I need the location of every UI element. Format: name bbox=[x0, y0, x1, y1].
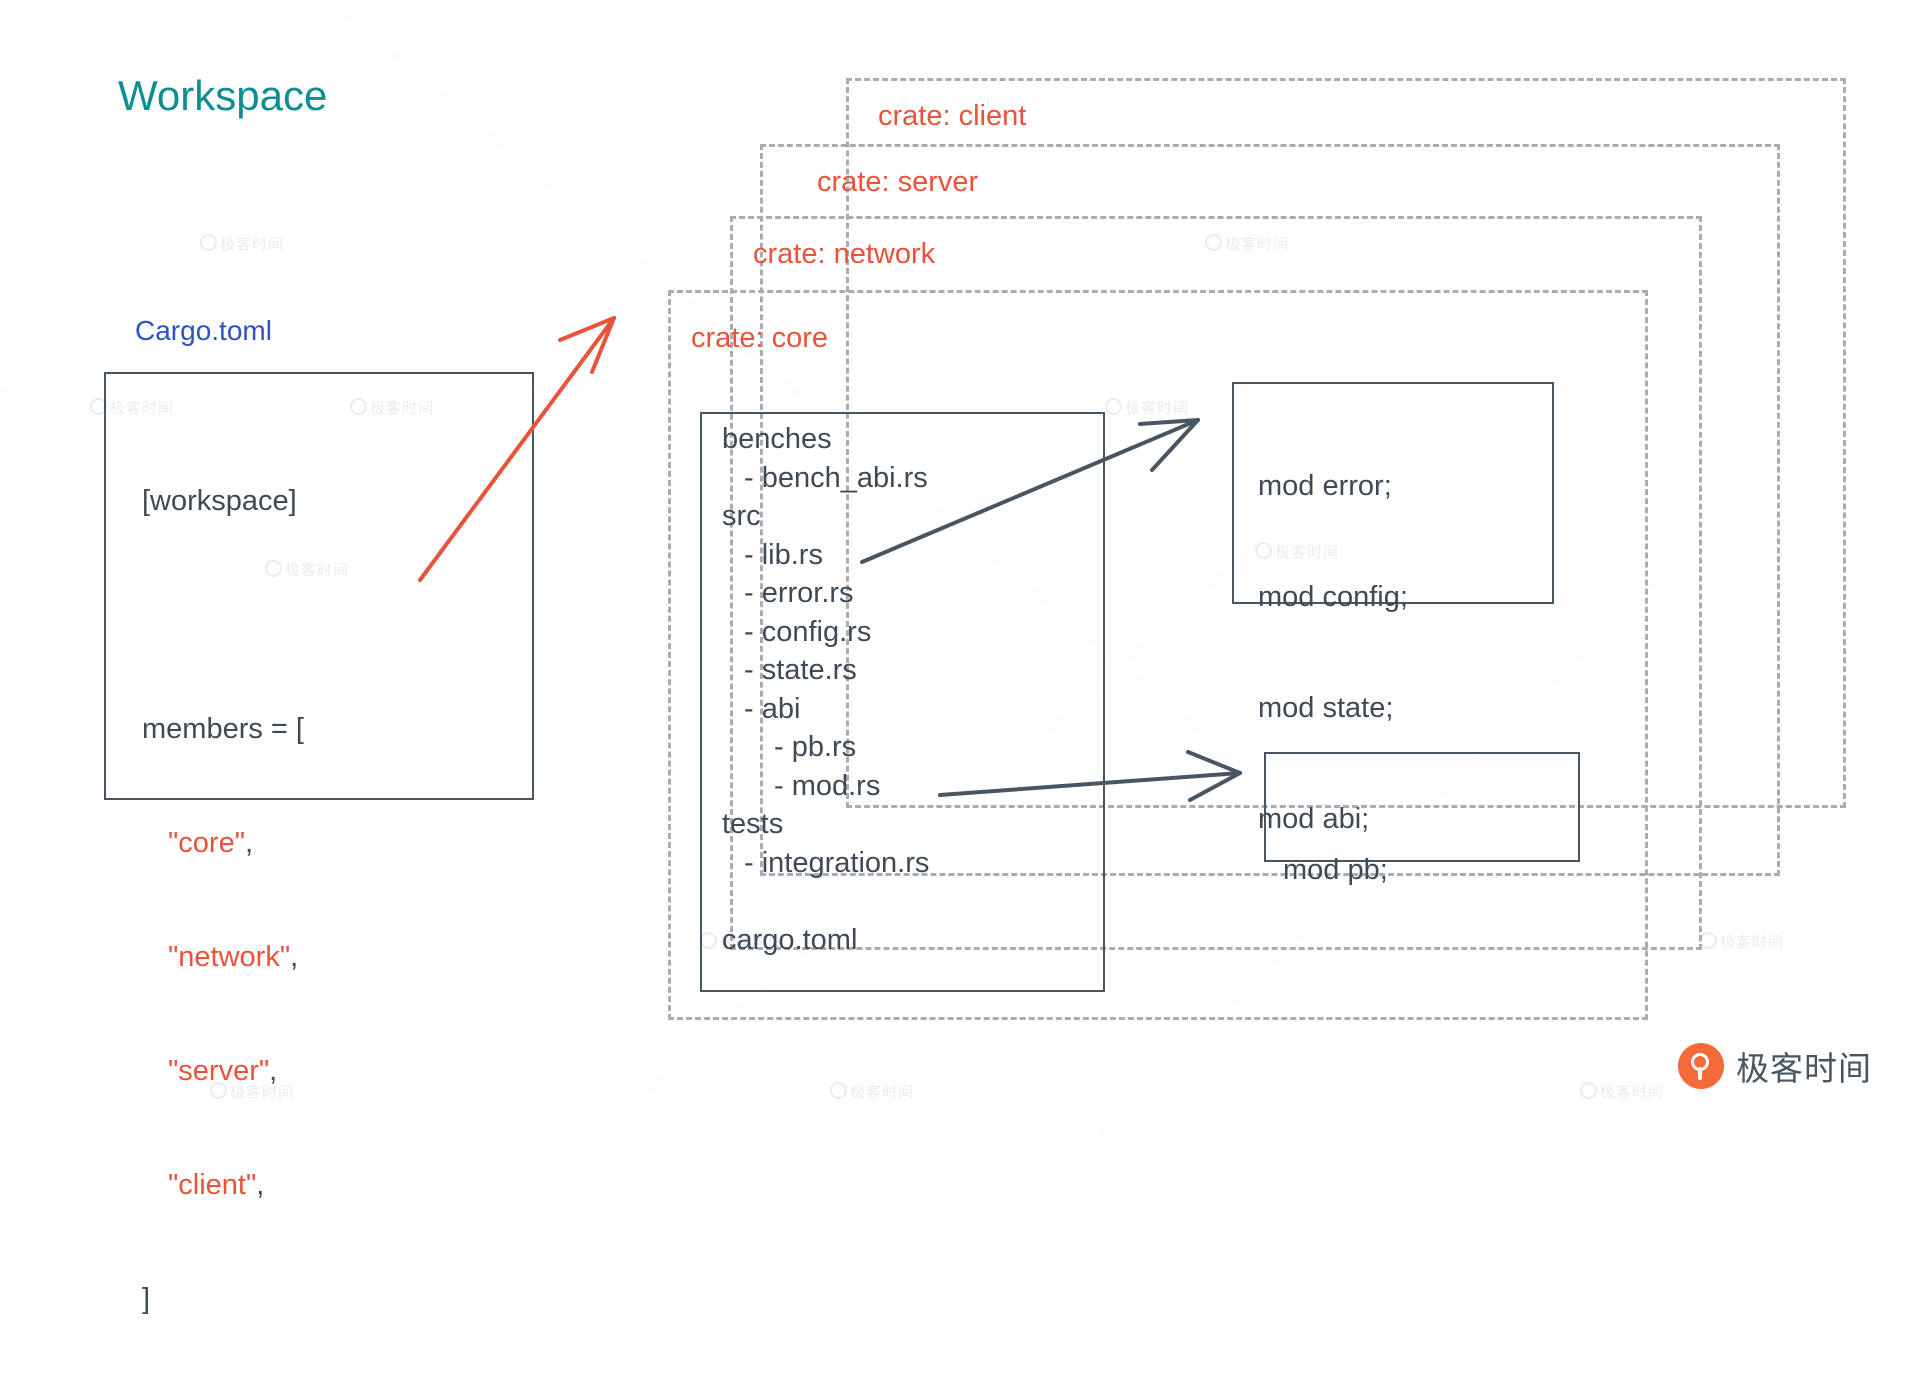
file-tree-item: - mod.rs bbox=[774, 769, 881, 802]
mod-line: mod error; bbox=[1258, 470, 1392, 502]
crate-frame-server bbox=[760, 144, 1780, 876]
watermark: 极客时间 bbox=[200, 232, 284, 254]
file-tree-item: tests bbox=[722, 808, 784, 840]
file-tree-item: src bbox=[722, 500, 761, 532]
file-tree-item: - error.rs bbox=[744, 577, 854, 609]
file-tree-item: - abi bbox=[744, 692, 801, 725]
cargo-member-server: "server", bbox=[168, 1055, 278, 1087]
file-tree-box bbox=[700, 412, 1105, 992]
cargo-section-line: [workspace] bbox=[142, 485, 297, 517]
file-tree-item: - lib.rs bbox=[744, 538, 823, 571]
file-tree-item: benches bbox=[722, 423, 832, 455]
mod-declarations-abi: mod pb; bbox=[1283, 778, 1388, 963]
mod-declarations-core: mod error; mod config; mod state; mod ab… bbox=[1258, 394, 1408, 912]
mod-line: mod abi; bbox=[1258, 803, 1370, 835]
cargo-member-network: "network", bbox=[168, 941, 299, 973]
watermark: 极客时间 bbox=[1700, 930, 1784, 952]
file-tree-item: - bench_abi.rs bbox=[744, 461, 928, 494]
crate-label-core: crate: core bbox=[691, 322, 828, 354]
spacer bbox=[142, 596, 304, 634]
file-tree-item: cargo.toml bbox=[722, 923, 858, 956]
geekbang-logo-icon bbox=[1678, 1043, 1724, 1089]
mod-line: mod pb; bbox=[1283, 854, 1388, 886]
mod-line: mod config; bbox=[1258, 581, 1408, 613]
spacer bbox=[722, 882, 929, 921]
crate-frame-core bbox=[668, 290, 1648, 1020]
watermark: 极客时间 bbox=[830, 1080, 914, 1102]
brand-name: 极客时间 bbox=[1736, 1050, 1872, 1087]
mod-declarations-box-core bbox=[1232, 382, 1554, 604]
file-tree-item: - pb.rs bbox=[774, 731, 857, 763]
cargo-close-bracket: ] bbox=[142, 1283, 151, 1315]
watermark: 极客时间 bbox=[1580, 1080, 1664, 1102]
file-tree-item: - config.rs bbox=[744, 615, 872, 648]
mod-line: mod state; bbox=[1258, 692, 1394, 724]
cargo-toml-box bbox=[104, 372, 534, 800]
brand-logo: 极客时间 bbox=[1678, 1042, 1872, 1090]
cargo-toml-code: [workspace] members = [ "core", "network… bbox=[142, 406, 304, 1394]
crate-label-network: crate: network bbox=[753, 238, 936, 270]
file-tree-item: - state.rs bbox=[744, 654, 857, 686]
mod-declarations-box-abi bbox=[1264, 752, 1580, 862]
crate-frame-network bbox=[730, 216, 1702, 950]
crate-label-client: crate: client bbox=[878, 100, 1027, 132]
crate-label-server: crate: server bbox=[817, 166, 979, 198]
file-tree-item: - integration.rs bbox=[744, 846, 930, 879]
cargo-member-client: "client", bbox=[168, 1169, 265, 1201]
diagram-canvas: 极客时间 极客时间 极客时间 极客时间 极客时间 极客时间 极客时间 极客时间 … bbox=[0, 0, 1920, 1315]
cargo-member-core: "core", bbox=[168, 827, 254, 859]
page-title: Workspace bbox=[118, 72, 328, 119]
cargo-toml-label: Cargo.toml bbox=[135, 315, 272, 346]
crate-frame-client bbox=[846, 78, 1846, 808]
cargo-members-key: members = [ bbox=[142, 713, 304, 745]
